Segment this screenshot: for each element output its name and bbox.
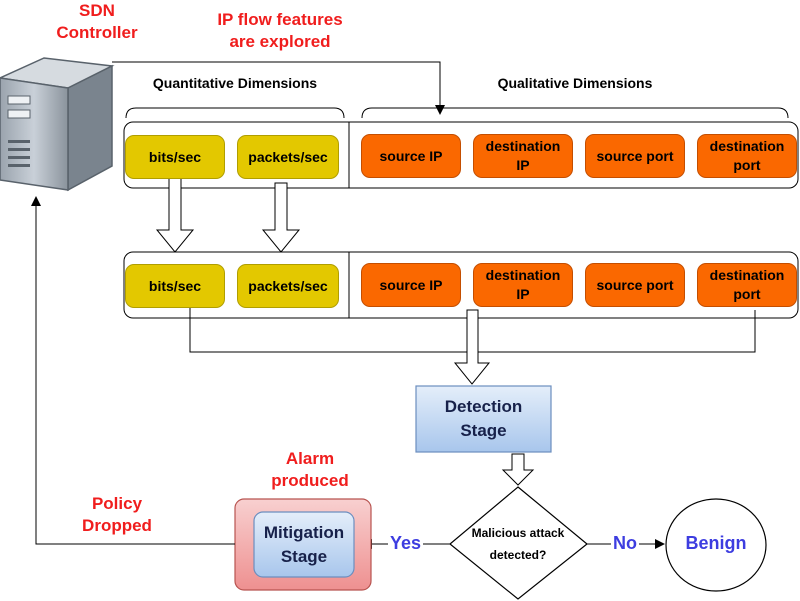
feedback-line	[31, 196, 235, 545]
packets-down-arrow	[261, 182, 301, 253]
decision-diamond	[449, 486, 588, 600]
decision-question: Malicious attack detected?	[471, 526, 565, 562]
server-icon	[0, 57, 115, 192]
no-label: No	[611, 533, 639, 554]
quantitative-dimensions-label: Quantitative Dimensions	[152, 75, 318, 91]
detection-stage-label: Detection Stage	[444, 397, 523, 440]
explored-label: IP flow features are explored	[217, 10, 343, 51]
row-2-source-port: source port	[585, 263, 685, 307]
row-2-packets-per-sec: packets/sec	[237, 264, 339, 308]
qualitative-brace	[361, 107, 789, 119]
row-1-destination-port: destination port	[697, 134, 797, 178]
benign-label: Benign	[685, 533, 747, 553]
alarm-label: Alarm produced	[271, 449, 349, 490]
policy-label: Policy Dropped	[82, 494, 152, 535]
bits-down-arrow	[155, 172, 195, 253]
row-1-destination-ip: destination IP	[473, 134, 573, 178]
benign-ellipse	[665, 498, 767, 592]
row-2-source-ip: source IP	[361, 263, 461, 307]
row-2-bits-per-sec: bits/sec	[125, 264, 225, 308]
quantitative-brace	[125, 107, 345, 119]
row-1-source-port: source port	[585, 134, 685, 178]
mitigation-stage-label: Mitigation Stage	[263, 522, 345, 566]
explore-arrow	[112, 61, 445, 115]
qualitative-dimensions-label: Qualitative Dimensions	[497, 75, 653, 91]
controller-label: SDN Controller	[56, 1, 138, 42]
row-1-source-ip: source IP	[361, 134, 461, 178]
decision-input-arrow	[501, 453, 535, 486]
detection-input-arrow	[453, 309, 491, 385]
row-1-packets-per-sec: packets/sec	[237, 135, 339, 179]
detection-stage	[415, 385, 552, 453]
mitigation-inner	[253, 511, 355, 578]
row-2-destination-ip: destination IP	[473, 263, 573, 307]
row-1-bits-per-sec: bits/sec	[125, 135, 225, 179]
yes-label: Yes	[388, 533, 424, 554]
row-2-destination-port: destination port	[697, 263, 797, 307]
